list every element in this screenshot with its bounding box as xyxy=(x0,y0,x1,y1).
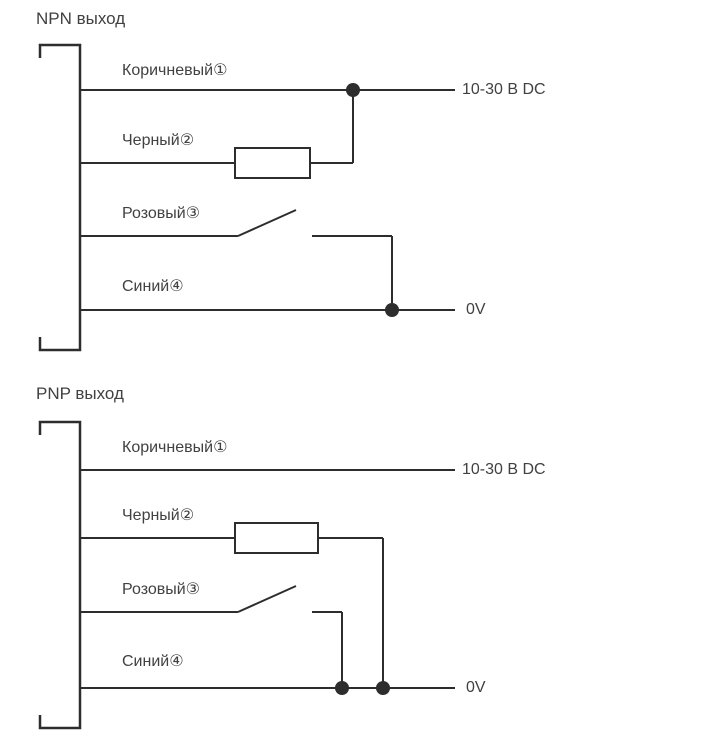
npn-diagram-title: NPN выход xyxy=(36,9,126,28)
npn-wire-label-pink: Розовый③ xyxy=(122,205,201,222)
junction-dot xyxy=(346,83,360,97)
resistor-symbol xyxy=(234,147,311,179)
pnp-terminal-positive: 10-30 В DC xyxy=(462,461,546,478)
junction-dot xyxy=(335,681,349,695)
pnp-terminal-zero-volt: 0V xyxy=(466,679,486,696)
npn-wire-label-blue: Синий④ xyxy=(122,278,184,295)
pnp-wire-label-black: Черный② xyxy=(122,507,195,524)
npn-terminal-positive: 10-30 В DC xyxy=(462,81,546,98)
npn-circuit xyxy=(38,43,455,352)
resistor-symbol xyxy=(234,522,319,554)
pnp-circuit xyxy=(38,420,455,730)
pnp-wire-label-blue: Синий④ xyxy=(122,653,184,670)
switch-symbol xyxy=(237,585,297,613)
pnp-wire-label-pink: Розовый③ xyxy=(122,581,201,598)
switch-symbol xyxy=(237,209,297,237)
npn-terminal-zero-volt: 0V xyxy=(466,301,486,318)
npn-wire-label-black: Черный② xyxy=(122,132,195,149)
pnp-diagram-title: PNP выход xyxy=(36,384,124,403)
sensor-body-bracket xyxy=(38,420,82,730)
npn-wire-label-brown: Коричневый① xyxy=(122,62,228,79)
junction-dot xyxy=(376,681,390,695)
junction-dot xyxy=(385,303,399,317)
sensor-body-bracket xyxy=(38,43,82,352)
pnp-wire-label-brown: Коричневый① xyxy=(122,439,228,456)
